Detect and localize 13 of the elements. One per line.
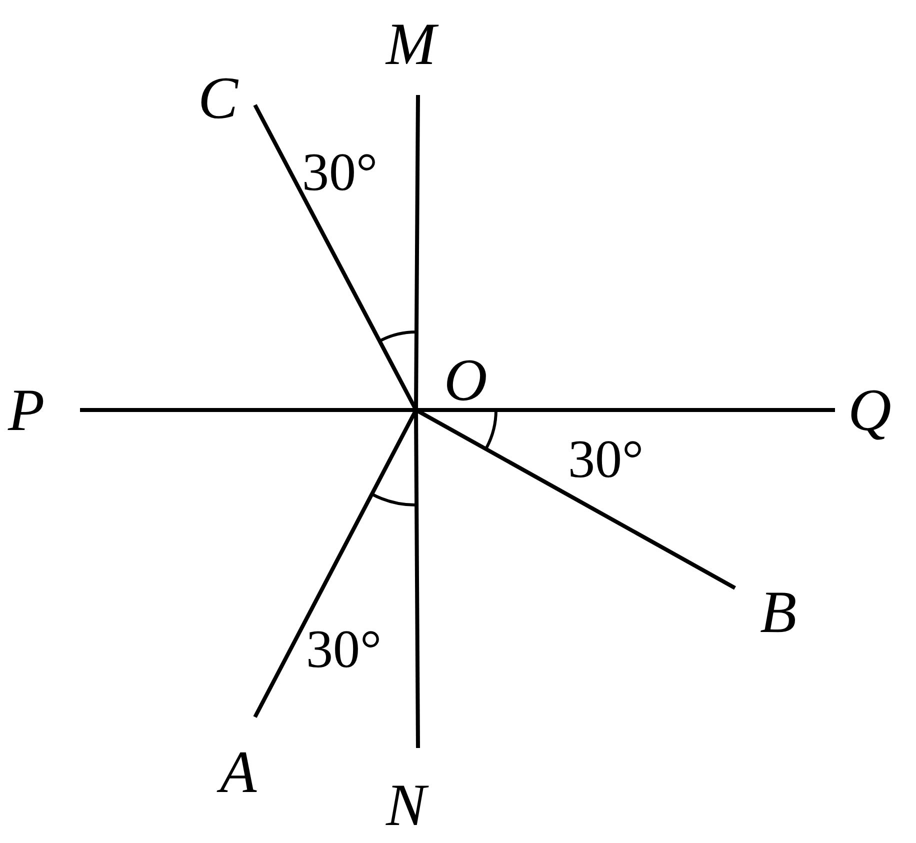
point-label: N [386,775,426,835]
angle-label: 30° [568,432,644,486]
line-segment [80,408,416,412]
angle-label: 30° [302,145,378,199]
point-label: P [8,380,45,440]
line-segment [414,410,420,748]
line-segment [416,408,835,412]
point-label: O [416,350,488,410]
point-label: Q [848,380,892,440]
point-label: B [760,582,797,642]
line-segment [414,94,420,410]
point-label: C [198,68,238,128]
angle-label: 30° [306,622,382,676]
